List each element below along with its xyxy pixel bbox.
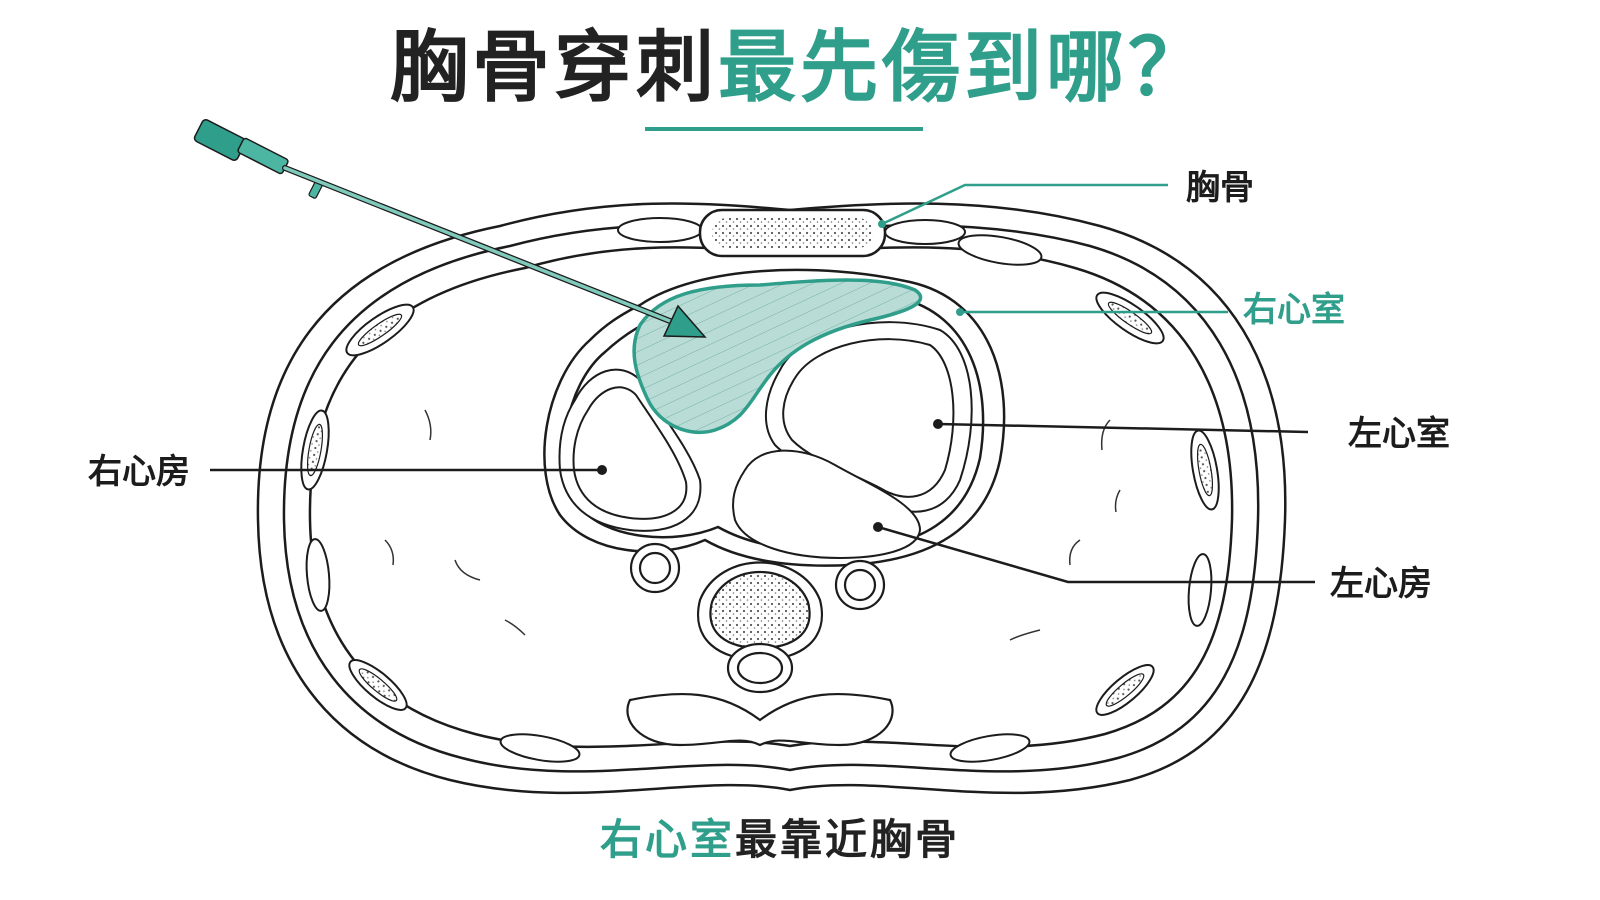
arrow-head-icon [662, 304, 707, 338]
sternum-bone [698, 208, 887, 258]
label-right-atrium: 右心房 [88, 452, 190, 492]
label-left-atrium: 左心房 [1330, 564, 1432, 604]
right-ventricle-shape [632, 278, 923, 435]
caption: 右心室最靠近胸骨 [0, 810, 1560, 870]
right-atrium-shape [558, 368, 702, 532]
title-part-dark: 胸骨穿刺 [389, 23, 718, 113]
caption-accent: 右心室 [599, 815, 735, 864]
rib-cores [306, 301, 1214, 707]
posterior-structures [626, 542, 894, 747]
left-atrium-shape [732, 449, 922, 560]
leader-lines [210, 183, 1315, 584]
title-part-accent: 最先傷到哪？ [718, 23, 1211, 113]
title-divider [645, 127, 923, 131]
label-left-ventricle: 左心室 [1348, 414, 1450, 454]
syringe-needle-icon [193, 119, 683, 328]
label-sternum: 胸骨 [1186, 168, 1254, 208]
label-right-ventricle: 右心室 [1243, 290, 1345, 330]
caption-dark: 最靠近胸骨 [735, 815, 961, 864]
lung-texture [384, 409, 1121, 641]
page-title: 胸骨穿刺最先傷到哪？ [0, 18, 1600, 118]
